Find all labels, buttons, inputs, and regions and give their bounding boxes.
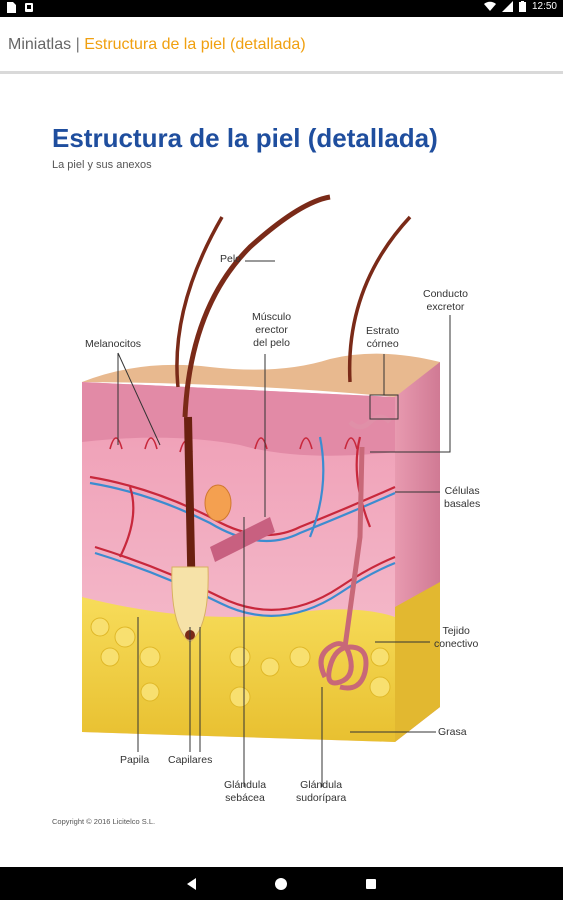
leader-lines (117, 260, 451, 787)
status-time: 12:50 (531, 1, 557, 12)
content-area: Estructura de la piel (detallada) La pie… (0, 77, 563, 867)
label-musculo-line2: erector (255, 324, 288, 336)
sweat-gland (318, 446, 369, 691)
section-title: Estructura de la piel (detallada) (84, 36, 306, 53)
page-title: Estructura de la piel (detallada) (52, 123, 438, 153)
label-glandula-sebacea: Glándula sebácea (224, 779, 266, 805)
label-estrato-line2: córneo (366, 338, 399, 350)
label-capilares: Capilares (168, 754, 213, 766)
hair-shafts (175, 194, 412, 608)
app-bar-title: Miniatlas | Estructura de la piel (detal… (8, 36, 306, 54)
label-conducto-line2: excretor (426, 301, 465, 313)
label-sebacea-line2: sebácea (225, 792, 265, 804)
title-separator: | (75, 36, 80, 53)
recents-icon[interactable] (362, 875, 380, 893)
label-celulas-basales: Células basales (444, 485, 480, 511)
label-celulas-line2: basales (444, 498, 481, 510)
label-pelo: Pelo (220, 253, 242, 265)
signal-icon (501, 1, 513, 12)
label-tejido-conectivo: Tejido conectivo (434, 625, 478, 651)
home-icon[interactable] (272, 875, 290, 893)
wifi-icon (483, 1, 496, 11)
label-sudoripara-line2: sudorípara (296, 792, 347, 804)
navigation-bar (0, 867, 563, 900)
label-musculo-line1: Músculo (252, 311, 292, 323)
fat-layer (82, 597, 395, 742)
label-tejido-line1: Tejido (442, 625, 470, 637)
copyright-notice: Copyright © 2016 Licitelco S.L. (52, 817, 156, 826)
page-subtitle: La piel y sus anexos (52, 159, 152, 171)
arrector-muscle (210, 517, 275, 562)
back-icon[interactable] (183, 875, 201, 893)
sebaceous-gland (204, 484, 232, 522)
label-grasa: Grasa (438, 726, 467, 738)
label-conducto-excretor: Conducto excretor (423, 288, 468, 314)
label-papila: Papila (120, 754, 150, 766)
label-sebacea-line1: Glándula (224, 779, 267, 791)
epidermis-layer (82, 382, 395, 456)
skin-illustration: Pelo Melanocitos Músculo erector del pel… (0, 187, 563, 804)
file-notification-icon (7, 2, 16, 13)
label-estrato-corneo: Estrato córneo (366, 325, 399, 351)
app-name[interactable]: Miniatlas (8, 36, 72, 53)
sweat-duct-top (348, 414, 392, 430)
label-musculo-erector: Músculo erector del pelo (252, 311, 291, 350)
label-musculo-line3: del pelo (253, 337, 290, 349)
label-estrato-line1: Estrato (366, 325, 400, 337)
app-bar: Miniatlas | Estructura de la piel (detal… (0, 17, 563, 74)
battery-icon (518, 1, 526, 12)
label-sudoripara-line1: Glándula (300, 779, 343, 791)
label-melanocitos: Melanocitos (85, 338, 142, 350)
block-side-fat (395, 582, 440, 742)
fat-cells (90, 617, 391, 708)
label-conducto-line1: Conducto (423, 288, 468, 300)
label-tejido-line2: conectivo (434, 638, 479, 650)
label-celulas-line1: Células (444, 485, 480, 497)
label-glandula-sudoripara: Glándula sudorípara (296, 779, 346, 805)
status-bar: 12:50 (0, 0, 563, 17)
skin-diagram-svg (82, 194, 451, 787)
app-notification-icon (25, 3, 33, 12)
